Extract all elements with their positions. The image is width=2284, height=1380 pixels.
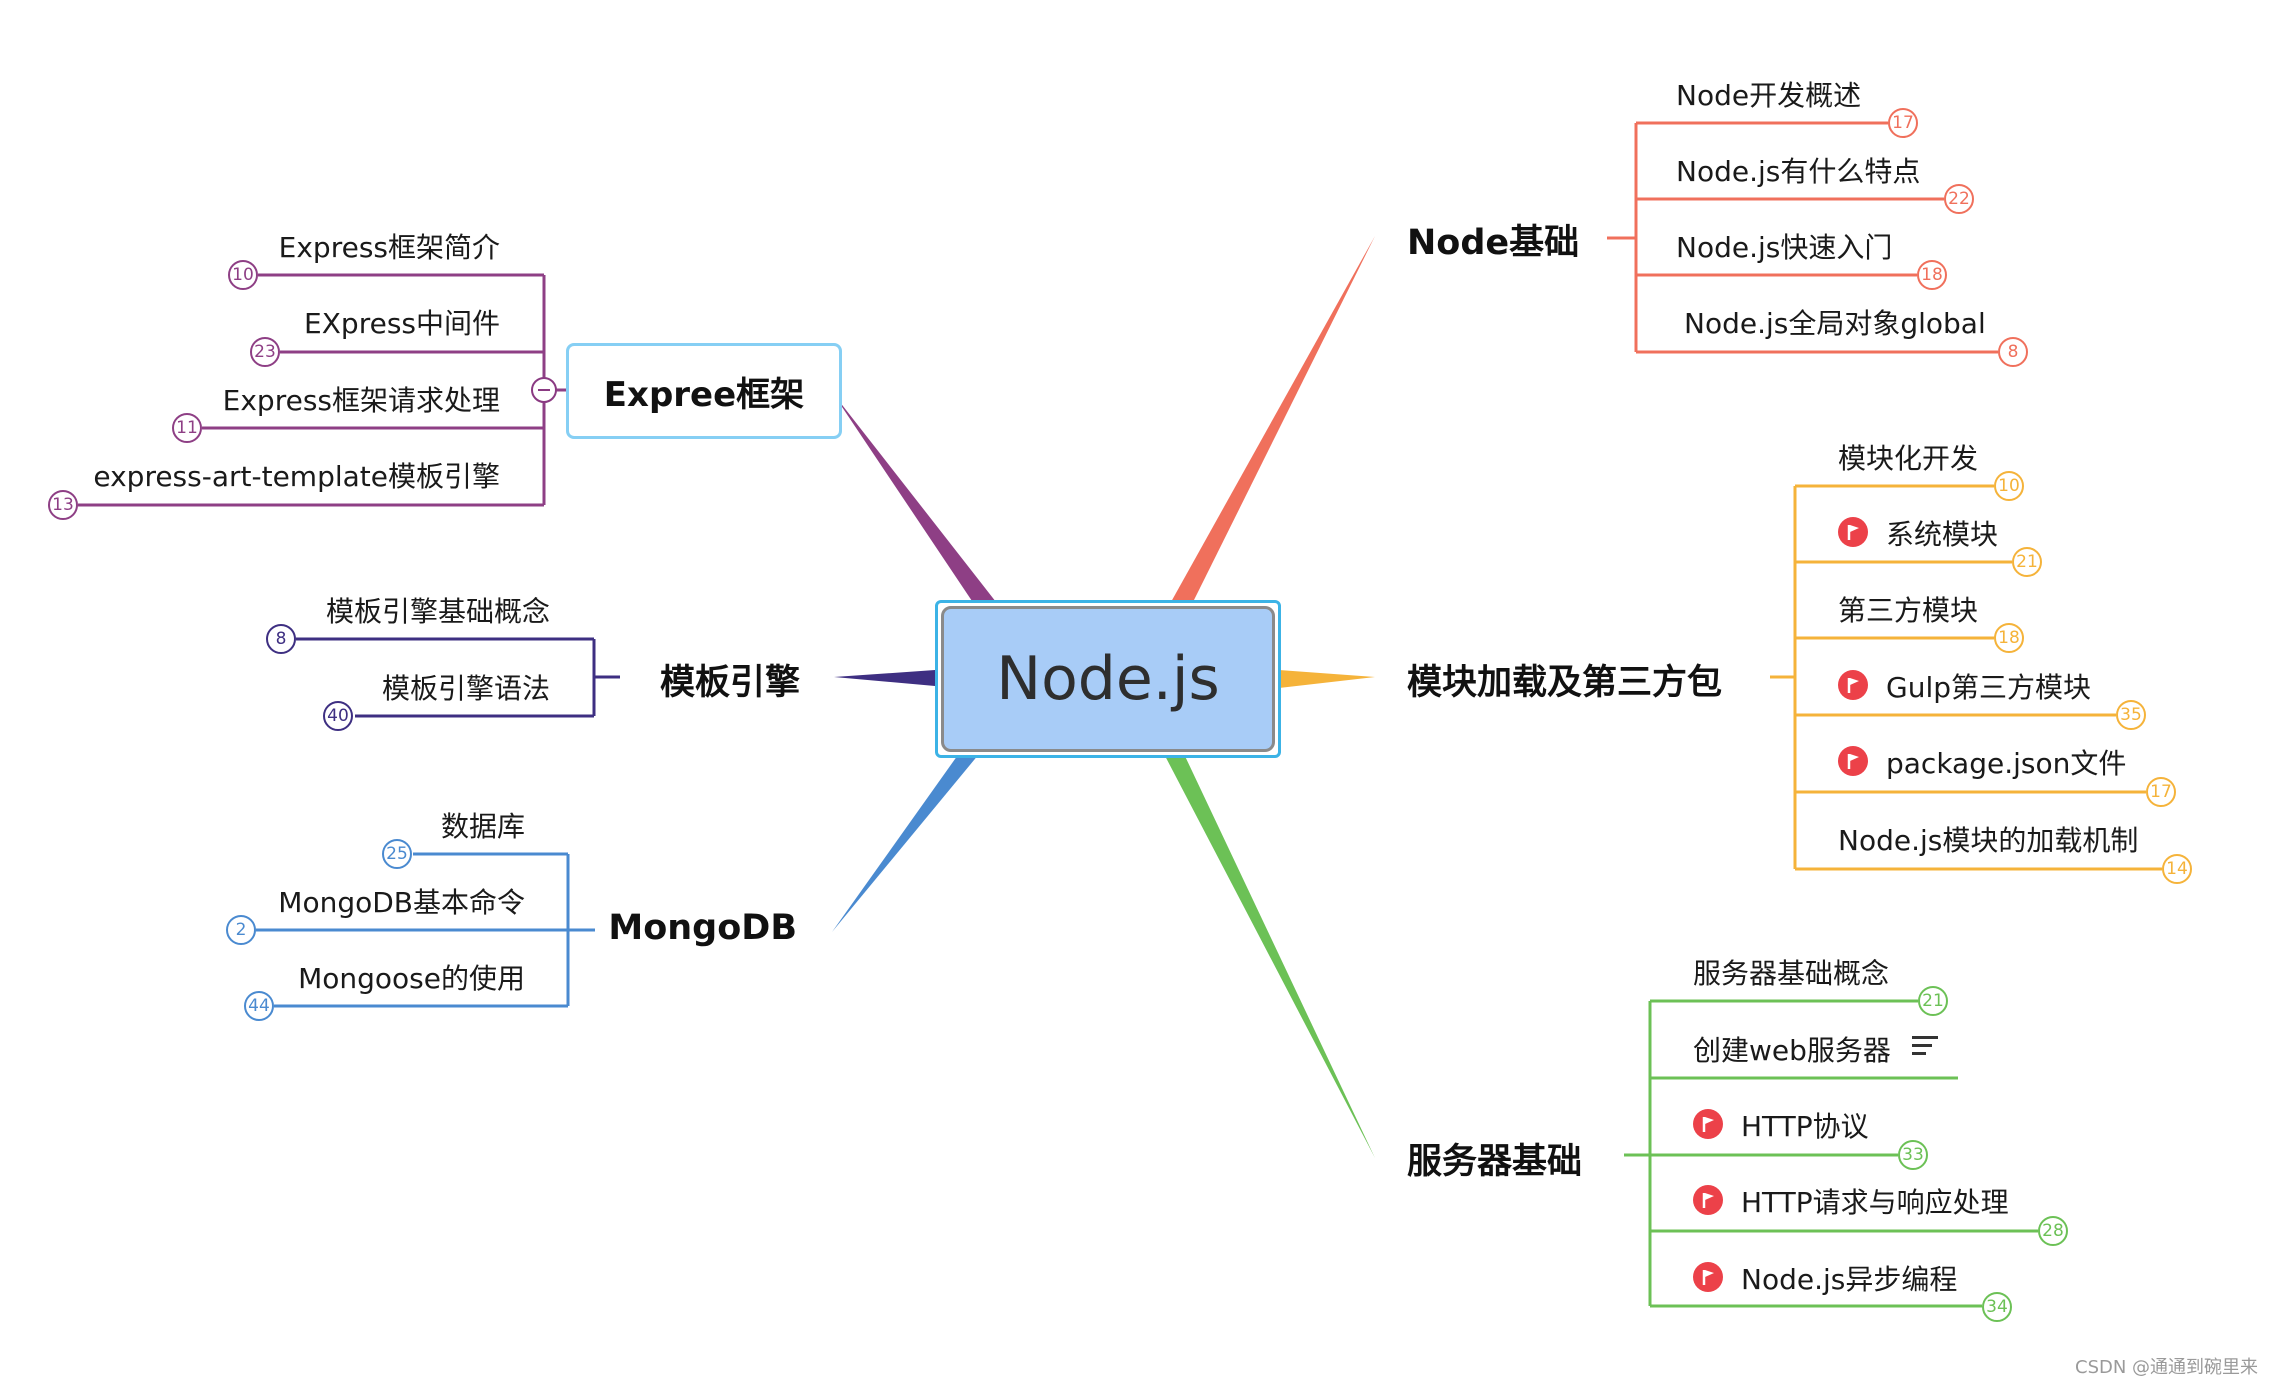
topic-mongoose[interactable]: Mongoose的使用 [298,962,525,995]
topic-system-modules[interactable]: 系统模块 [1886,518,1999,551]
topic-node-overview[interactable]: Node开发概述 [1676,79,1862,112]
topic-node-quickstart[interactable]: Node.js快速入门 [1676,231,1893,264]
branch-mongodb[interactable]: MongoDB [608,908,797,948]
notes-icon[interactable] [1912,1036,1938,1058]
topic-express-request[interactable]: Express框架请求处理 [222,384,500,417]
flag-icon [1693,1185,1723,1215]
topic-async-programming[interactable]: Node.js异步编程 [1741,1263,1958,1296]
topic-node-global[interactable]: Node.js全局对象global [1684,307,1986,340]
spoke-server [1163,752,1375,1158]
count-badge: 21 [1918,986,1948,1016]
topic-mongodb-commands[interactable]: MongoDB基本命令 [278,886,525,919]
topic-server-concepts[interactable]: 服务器基础概念 [1693,957,1890,990]
root-node-label: Node.js [996,644,1220,714]
topic-modular-dev[interactable]: 模块化开发 [1838,442,1979,475]
flag-icon [1838,746,1868,776]
count-badge: 13 [48,490,78,520]
count-badge: 40 [323,701,353,731]
flag-icon [1838,517,1868,547]
count-badge: 25 [382,839,412,869]
count-badge: 11 [172,413,202,443]
count-badge: 8 [266,624,296,654]
branch-express-box[interactable]: Expree框架 [566,343,842,439]
count-badge: 10 [1994,471,2024,501]
bracket-node-basics [1607,121,1998,354]
topic-template-syntax[interactable]: 模板引擎语法 [381,672,550,705]
flag-icon [1838,670,1868,700]
flag-icon [1693,1262,1723,1292]
count-badge: 18 [1994,623,2024,653]
count-badge: 17 [1888,108,1918,138]
flag-icon [1693,1109,1723,1139]
count-badge: 23 [250,337,280,367]
topic-gulp[interactable]: Gulp第三方模块 [1886,671,2091,704]
count-badge: 18 [1917,260,1947,290]
count-badge: 28 [2038,1216,2068,1246]
topic-express-middleware[interactable]: EXpress中间件 [304,307,500,340]
count-badge: 22 [1944,184,1974,214]
spoke-mongodb [832,752,979,932]
spoke-node-basics [1171,236,1375,604]
count-badge: 17 [2146,777,2176,807]
count-badge: 21 [2012,547,2042,577]
topic-http-protocol[interactable]: HTTP协议 [1741,1110,1869,1143]
topic-third-party[interactable]: 第三方模块 [1838,594,1979,627]
count-badge: 34 [1982,1292,2012,1322]
bracket-mongodb [256,852,595,1008]
count-badge: 44 [244,991,274,1021]
root-node[interactable]: Node.js [941,606,1275,752]
topic-express-intro[interactable]: Express框架简介 [278,231,500,264]
branch-server[interactable]: 服务器基础 [1407,1142,1583,1182]
topic-node-features[interactable]: Node.js有什么特点 [1676,155,1921,188]
collapse-toggle[interactable] [531,377,557,403]
branch-node-basics[interactable]: Node基础 [1407,223,1580,263]
watermark: CSDN @通通到碗里来 [2075,1357,2259,1378]
topic-database[interactable]: 数据库 [440,810,525,843]
spoke-express [832,392,996,604]
branch-template[interactable]: 模板引擎 [659,663,800,703]
spoke-modules [1279,670,1375,688]
count-badge: 8 [1998,337,2028,367]
bracket-server [1624,999,2038,1308]
topic-express-art-template[interactable]: express-art-template模板引擎 [93,460,500,493]
topic-http-request-response[interactable]: HTTP请求与响应处理 [1741,1186,2009,1219]
topic-package-json[interactable]: package.json文件 [1886,747,2127,780]
bracket-modules [1770,484,2162,871]
branch-modules[interactable]: 模块加载及第三方包 [1407,663,1723,703]
count-badge: 35 [2116,700,2146,730]
topic-module-loading[interactable]: Node.js模块的加载机制 [1838,824,2139,857]
count-badge: 33 [1898,1140,1928,1170]
count-badge: 14 [2162,854,2192,884]
topic-create-web-server[interactable]: 创建web服务器 [1693,1034,1891,1067]
bracket-template [296,637,620,718]
topic-template-concepts[interactable]: 模板引擎基础概念 [325,595,550,628]
count-badge: 2 [226,915,256,945]
branch-express: Expree框架 [603,374,805,415]
spoke-template [834,670,935,686]
count-badge: 10 [228,260,258,290]
